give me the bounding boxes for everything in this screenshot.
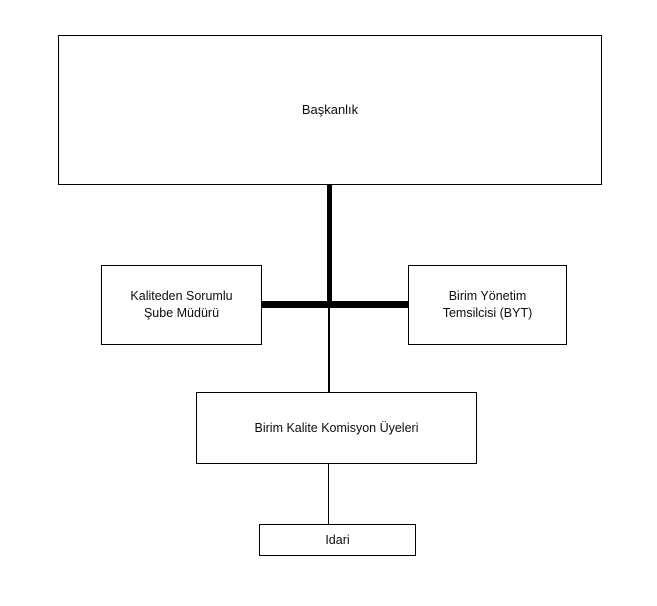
node-kaliteden-sorumlu-sube-muduru-label: Kaliteden Sorumlu Şube Müdürü <box>130 289 233 320</box>
connector-komisyon-to-idari <box>328 463 330 525</box>
node-idari[interactable]: Idari <box>259 524 416 556</box>
connector-horizontal-beam <box>260 301 410 308</box>
connector-baskanlik-to-junction <box>327 182 332 308</box>
node-kaliteden-sorumlu-sube-muduru[interactable]: Kaliteden Sorumlu Şube Müdürü <box>101 265 262 345</box>
node-baskanlik[interactable]: Başkanlık <box>58 35 602 185</box>
node-birim-yonetim-temsilcisi-label: Birim Yönetim Temsilcisi (BYT) <box>442 289 533 320</box>
node-birim-kalite-komisyon-uyeleri-label: Birim Kalite Komisyon Üyeleri <box>254 420 419 435</box>
node-idari-label: Idari <box>325 532 350 547</box>
connector-junction-to-komisyon <box>328 305 330 393</box>
node-baskanlik-label: Başkanlık <box>301 102 359 118</box>
node-birim-kalite-komisyon-uyeleri[interactable]: Birim Kalite Komisyon Üyeleri <box>196 392 477 464</box>
node-birim-yonetim-temsilcisi[interactable]: Birim Yönetim Temsilcisi (BYT) <box>408 265 567 345</box>
